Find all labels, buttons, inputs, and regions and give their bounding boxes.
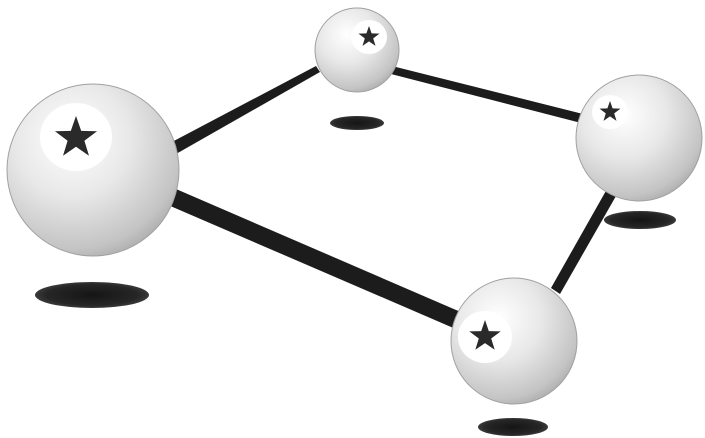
node-top <box>315 8 399 92</box>
bond-bottom-left <box>168 189 463 330</box>
bond-top-right <box>391 66 587 124</box>
bond-left-top <box>170 66 320 154</box>
node-right-shadow <box>604 211 676 229</box>
node-left <box>7 84 179 256</box>
node-right <box>576 75 702 201</box>
bond-right-bottom <box>551 189 616 294</box>
node-top-shadow <box>330 116 384 130</box>
node-left-shadow <box>35 282 149 308</box>
node-right-sphere <box>576 75 702 201</box>
node-bottom-shadow <box>478 418 548 436</box>
node-bottom <box>451 278 577 404</box>
node-top-sphere <box>315 8 399 92</box>
